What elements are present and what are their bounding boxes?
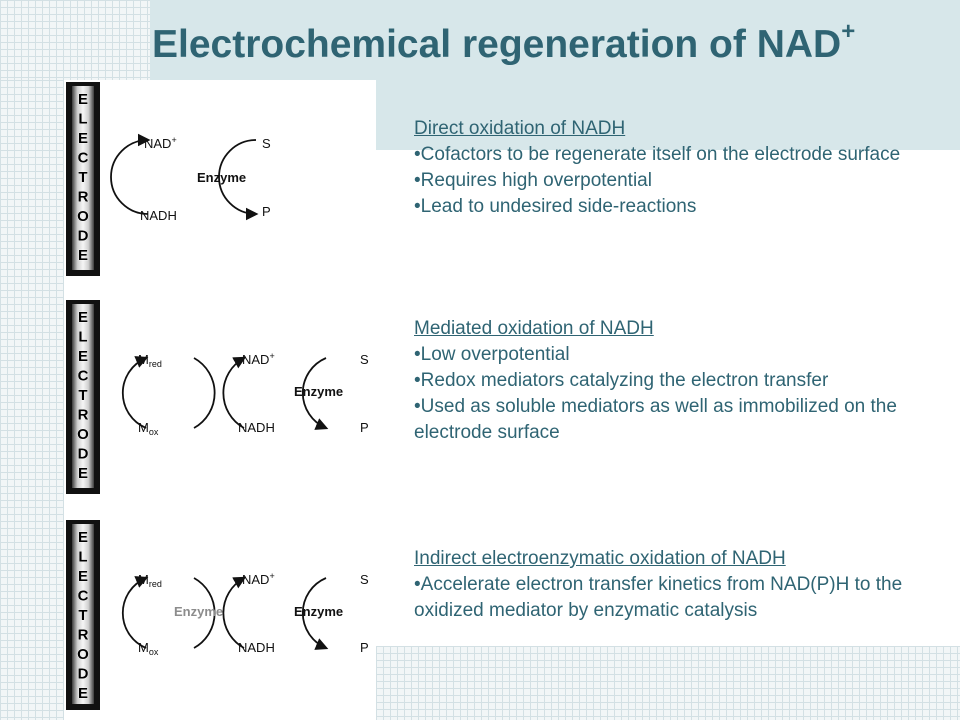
product-label: P: [360, 640, 369, 655]
electrode-letter: O: [77, 426, 89, 443]
bullet-item: •Lead to undesired side-reactions: [414, 196, 697, 217]
direct-oxidation-section: Direct oxidation of NADH •Cofactors to b…: [414, 116, 934, 220]
electrode-letter: E: [78, 529, 88, 546]
section-heading: Direct oxidation of NADH: [414, 118, 626, 139]
nadh-to-nadplus-arrow: [222, 576, 247, 649]
nadh-to-nadplus-arrow: [110, 133, 151, 215]
nadh-label: NADH: [140, 208, 177, 223]
electrode-letter: T: [78, 607, 87, 624]
enzyme-label: Enzyme: [294, 384, 343, 399]
mox-to-mred-arrow: [121, 576, 149, 649]
text-panel: [376, 150, 960, 646]
m-ox-label: Mox: [138, 420, 159, 437]
bullet-item: •Requires high overpotential: [414, 170, 652, 191]
nad-plus-label: NAD+: [144, 135, 177, 151]
nad-plus-label: NAD+: [242, 351, 275, 367]
electrode-letter: D: [78, 228, 89, 245]
substrate-label: S: [360, 352, 369, 367]
electrode-letter: T: [78, 387, 87, 404]
electrode-letter: E: [78, 568, 88, 585]
mred-nadplus-arc: [193, 357, 216, 429]
bullet-item: •Cofactors to be regenerate itself on th…: [414, 144, 901, 165]
electrode-letter: E: [78, 91, 88, 108]
section-heading: Mediated oxidation of NADH: [414, 318, 654, 339]
page-title: Electrochemical regeneration of NAD+: [152, 18, 855, 67]
enzyme-label: Enzyme: [197, 170, 246, 185]
electrode-letter: E: [78, 309, 88, 326]
s-to-p-arrow: [301, 577, 329, 650]
product-label: P: [360, 420, 369, 435]
nadh-label: NADH: [238, 640, 275, 655]
indirect-electroenzymatic-section: Indirect electroenzymatic oxidation of N…: [414, 546, 934, 624]
m-ox-label: Mox: [138, 640, 159, 657]
electrode-letter: D: [78, 666, 89, 683]
electrode-letter: D: [78, 446, 89, 463]
substrate-label: S: [360, 572, 369, 587]
electrode-letter: E: [78, 348, 88, 365]
enzyme-label: Enzyme: [294, 604, 343, 619]
grid-background-left: [0, 80, 64, 720]
mox-to-mred-arrow: [121, 356, 149, 429]
electrode-letter: E: [78, 247, 88, 264]
bullet-item: •Used as soluble mediators as well as im…: [414, 396, 897, 443]
grid-background-top-left: [0, 0, 150, 80]
electrode-letter: L: [78, 329, 87, 346]
electrode-letter: C: [78, 588, 89, 605]
electrode-letter: E: [78, 130, 88, 147]
electrode-letter: R: [78, 627, 89, 644]
mediated-oxidation-section: Mediated oxidation of NADH •Low overpote…: [414, 316, 934, 446]
bullet-item: •Low overpotential: [414, 344, 570, 365]
s-to-p-arrow: [218, 139, 259, 221]
electrode-letter: T: [78, 169, 87, 186]
mediator-enzyme-label: Enzyme: [174, 604, 223, 619]
nadh-to-nadplus-arrow: [222, 356, 247, 429]
electrode-letter: O: [77, 208, 89, 225]
bullet-item: •Accelerate electron transfer kinetics f…: [414, 574, 903, 621]
nad-plus-label: NAD+: [242, 571, 275, 587]
mred-nadplus-arc: [193, 577, 216, 649]
electrode-letter: R: [78, 189, 89, 206]
electrode-letter: C: [78, 368, 89, 385]
m-red-label: Mred: [138, 572, 162, 589]
electrode-letter: E: [78, 685, 88, 702]
m-red-label: Mred: [138, 352, 162, 369]
title-text: Electrochemical regeneration of NAD: [152, 23, 842, 66]
electrode-letter: E: [78, 465, 88, 482]
s-to-p-arrow: [301, 357, 329, 430]
electrode-letter: L: [78, 111, 87, 128]
grid-background-bottom-right: [376, 646, 960, 720]
section-heading: Indirect electroenzymatic oxidation of N…: [414, 548, 786, 569]
electrode-letter: R: [78, 407, 89, 424]
electrode-letter: O: [77, 646, 89, 663]
bullet-item: •Redox mediators catalyzing the electron…: [414, 370, 829, 391]
nadh-label: NADH: [238, 420, 275, 435]
title-superscript: +: [841, 18, 856, 45]
substrate-label: S: [262, 136, 271, 151]
product-label: P: [262, 204, 271, 219]
electrode-letter: C: [78, 150, 89, 167]
electrode-letter: L: [78, 549, 87, 566]
